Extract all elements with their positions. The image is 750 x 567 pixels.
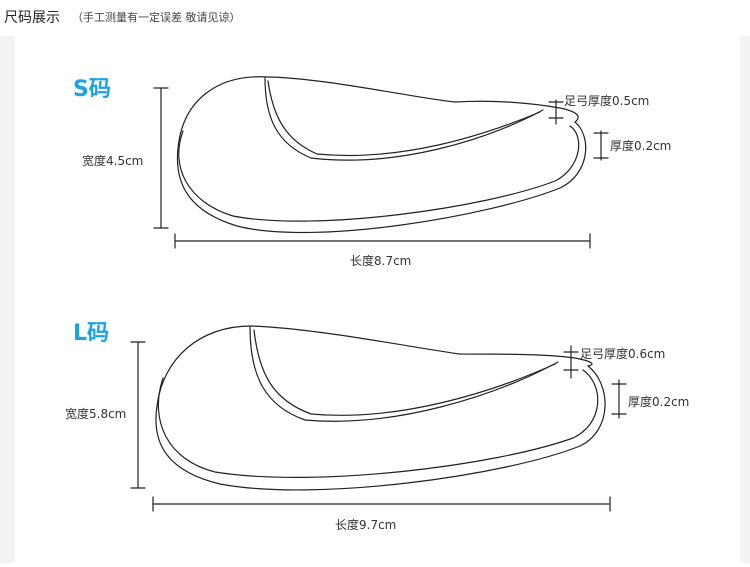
size-diagram-svg: S码 宽度4.5cm 长度8.7cm 足弓厚度0.5cm 厚度0.2cm L码 … (65, 76, 689, 532)
l-length-label: 长度9.7cm (335, 517, 396, 532)
s-thickness-label: 厚度0.2cm (610, 138, 671, 153)
s-thickness-dimension (593, 130, 609, 161)
l-arch-label: 足弓厚度0.6cm (580, 346, 665, 361)
insole-l-outline (155, 325, 606, 491)
l-width-dimension (130, 341, 146, 489)
s-arch-label: 足弓厚度0.5cm (564, 93, 649, 108)
measurement-note: （手工测量有一定误差 敬请见谅） (72, 11, 241, 24)
s-width-dimension (153, 87, 169, 229)
page-header: 尺码展示 （手工测量有一定误差 敬请见谅） (0, 0, 750, 36)
page-title: 尺码展示 (4, 10, 60, 26)
size-chart-canvas: S码 宽度4.5cm 长度8.7cm 足弓厚度0.5cm 厚度0.2cm L码 … (15, 36, 740, 563)
s-arch-dimension (548, 99, 564, 125)
s-width-label: 宽度4.5cm (82, 153, 143, 168)
l-thickness-dimension (611, 379, 627, 419)
l-arch-dimension (563, 345, 579, 379)
l-width-label: 宽度5.8cm (65, 406, 126, 421)
size-l-title: L码 (73, 321, 109, 346)
size-s-title: S码 (73, 77, 111, 102)
s-length-label: 长度8.7cm (350, 253, 411, 268)
insole-s-outline (176, 76, 587, 234)
l-thickness-label: 厚度0.2cm (628, 394, 689, 409)
s-length-dimension (174, 233, 591, 249)
l-length-dimension (152, 496, 611, 512)
